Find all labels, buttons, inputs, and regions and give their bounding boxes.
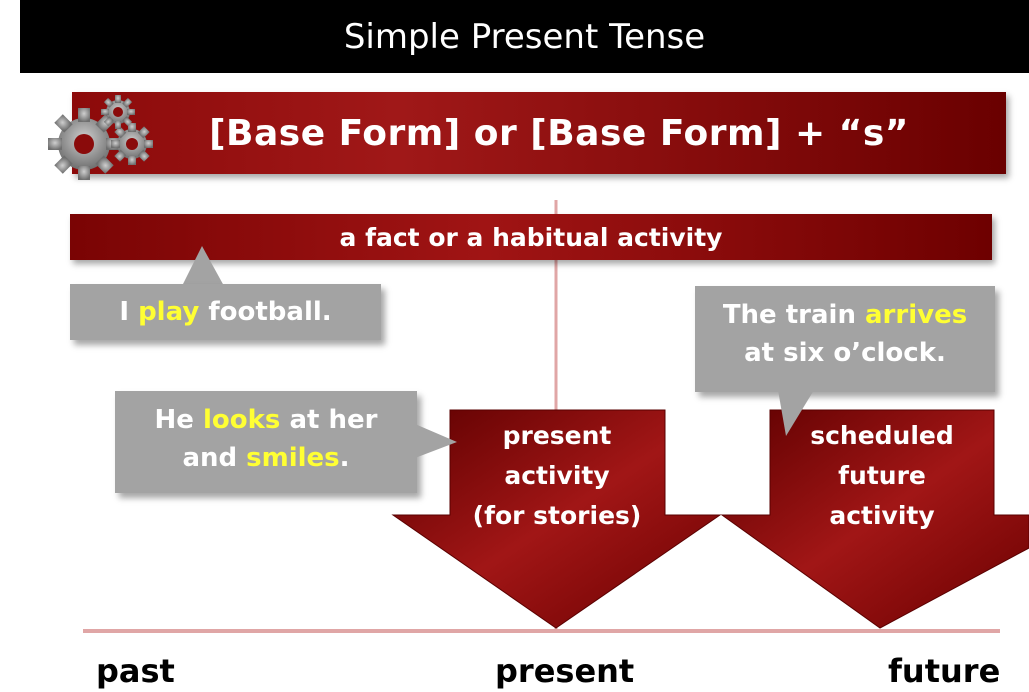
train-line2: at six o’clock.: [744, 338, 946, 368]
stories-line2-verb: smiles: [246, 443, 340, 473]
future-arrow: [720, 409, 1029, 629]
fact-text: a fact or a habitual activity: [339, 222, 723, 252]
fact-banner: a fact or a habitual activity: [70, 214, 992, 260]
future-arrow-label: scheduled future activity: [772, 416, 992, 536]
stories-line2: and smiles.: [115, 439, 417, 477]
stories-callout: He looks at her and smiles.: [115, 391, 417, 493]
stories-line1-post: at her: [280, 405, 378, 435]
future-arrow-line1: scheduled: [810, 421, 954, 450]
present-arrow-line1: present: [502, 421, 612, 450]
train-callout-pointer: [778, 390, 814, 436]
title-text: Simple Present Tense: [343, 16, 706, 57]
future-arrow-line2: future: [838, 461, 926, 490]
timeline-future: future: [888, 652, 1001, 690]
stories-line1-verb: looks: [203, 405, 281, 435]
formula-text: [Base Form] or [Base Form] + “s”: [209, 112, 909, 154]
present-arrow-line2: activity: [504, 461, 610, 490]
timeline-past: past: [96, 652, 175, 690]
stories-line2-post: .: [339, 443, 350, 473]
stories-line1: He looks at her: [115, 401, 417, 439]
football-verb: play: [138, 297, 200, 327]
present-arrow-label: present activity (for stories): [452, 416, 662, 536]
stories-line1-pre: He: [154, 405, 203, 435]
formula-banner: [Base Form] or [Base Form] + “s”: [72, 92, 1006, 174]
train-line1-pre: The train: [722, 300, 866, 330]
present-arrow: [391, 409, 722, 629]
football-post: football.: [199, 297, 332, 327]
football-pre: I: [119, 297, 139, 327]
stories-line2-pre: and: [182, 443, 247, 473]
future-arrow-line3: activity: [829, 501, 935, 530]
train-line1: The train arrives: [695, 296, 995, 334]
train-callout: The train arrives at six o’clock.: [695, 286, 995, 392]
football-callout-pointer: [182, 246, 224, 286]
page-title: Simple Present Tense: [20, 0, 1029, 73]
timeline-present: present: [495, 652, 635, 690]
stories-callout-pointer: [415, 424, 457, 458]
train-line1-verb: arrives: [865, 300, 968, 330]
football-callout: I play football.: [70, 284, 381, 340]
present-arrow-line3: (for stories): [472, 501, 642, 530]
gears-icon: [48, 95, 153, 180]
